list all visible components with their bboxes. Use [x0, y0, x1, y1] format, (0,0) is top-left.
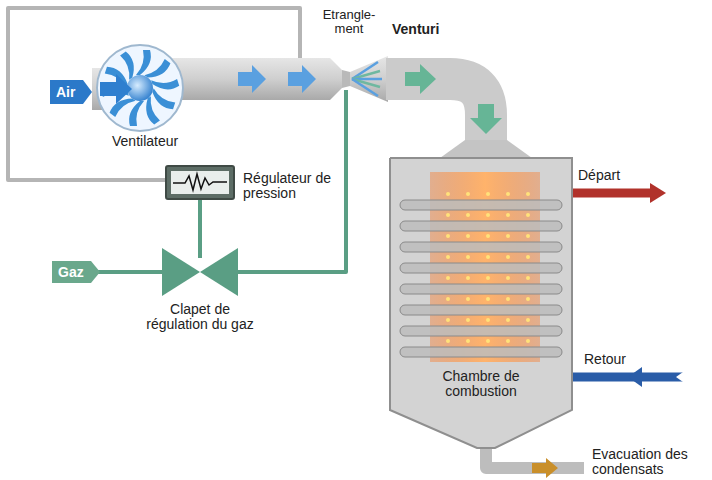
part-label: Evacuation des condensats: [592, 447, 708, 478]
flame-spark: [486, 234, 490, 238]
burner-cone: [440, 140, 532, 158]
pressure-regulator: Régulateur de pression: [165, 165, 235, 200]
node-label: Gaz: [52, 261, 84, 283]
vessel-outline: [388, 156, 574, 452]
flame-spark: [446, 234, 450, 238]
flow-pipe: [560, 189, 652, 198]
regulator-box: [166, 166, 234, 199]
part-label: Etrangle- ment: [316, 8, 382, 37]
flame-spark: [506, 318, 510, 322]
flame-spark: [446, 213, 450, 217]
heat-exchanger-coil: [400, 305, 562, 315]
throat: [342, 70, 350, 88]
flame-spark: [446, 192, 450, 196]
flame-spark: [526, 339, 530, 343]
heat-exchanger-coil: [400, 242, 562, 252]
return-arrowhead: [628, 367, 642, 387]
flow-arrowhead: [650, 183, 666, 203]
part-label: Ventilateur: [112, 134, 178, 149]
flame-spark: [506, 192, 510, 196]
tag-shape: [52, 261, 100, 283]
flame-spark: [526, 234, 530, 238]
tag-shape: [50, 80, 92, 104]
mix-flow-arrow: [470, 104, 502, 134]
part-label: Venturi: [392, 22, 439, 37]
air-flow-arrow: [100, 74, 132, 104]
air-tag: Air: [50, 80, 92, 104]
regulator-screen: [171, 171, 229, 194]
flame-spark: [486, 318, 490, 322]
valve-body: [200, 248, 238, 296]
heat-exchanger-coil: [400, 347, 562, 357]
venturi-spray: [352, 62, 382, 96]
flame-spark: [526, 297, 530, 301]
flame-spark: [446, 276, 450, 280]
node-label: Chambre de combustion: [426, 368, 536, 401]
regulator-link: [198, 200, 202, 258]
flame-spark: [486, 276, 490, 280]
flame-spark: [466, 255, 470, 259]
return-arrow-notch: [676, 367, 690, 387]
flame-spark: [526, 192, 530, 196]
flame-spark: [486, 192, 490, 196]
mix-flow-arrow: [405, 64, 436, 94]
heat-exchanger-coil: [400, 326, 562, 336]
flame-spark: [466, 318, 470, 322]
flame-spark: [526, 276, 530, 280]
air-flow-arrow: [238, 65, 266, 93]
flow-label: Départ: [578, 168, 620, 183]
flame-spark: [466, 213, 470, 217]
flame-spark: [506, 297, 510, 301]
flame-spark: [466, 339, 470, 343]
flame-spark: [506, 276, 510, 280]
flame-spark: [466, 276, 470, 280]
node-label: Régulateur de pression: [243, 171, 355, 202]
flame-spark: [486, 255, 490, 259]
flow-label: Retour: [584, 352, 626, 367]
air-pipe: [160, 58, 330, 100]
flame-spark: [486, 339, 490, 343]
heat-exchanger-coil: [400, 221, 562, 231]
heat-exchanger-coil: [400, 263, 562, 273]
flame-spark: [506, 339, 510, 343]
fan-housing: [97, 45, 183, 131]
flame-spark: [466, 192, 470, 196]
venturi-cone: [350, 56, 388, 102]
part-label: Clapet de régulation du gaz: [138, 302, 262, 333]
regulator-outline: [165, 165, 235, 200]
pressure-wave: [173, 174, 227, 190]
heat-exchanger-coil: [400, 200, 562, 210]
flame-spark: [446, 255, 450, 259]
throttle: [330, 58, 342, 100]
gas-line: [96, 270, 162, 274]
node-label: Air: [50, 80, 75, 104]
flame-spark: [486, 297, 490, 301]
valve-body: [162, 248, 200, 296]
flame-spark: [526, 213, 530, 217]
air-flow-arrow: [288, 65, 316, 93]
flame-spark: [506, 255, 510, 259]
condensate-arrow: [532, 458, 558, 478]
flame-spark: [506, 213, 510, 217]
combustion-chamber: Chambre de combustion: [388, 156, 574, 452]
fan-blades: [100, 50, 179, 126]
flame-spark: [446, 297, 450, 301]
flame-spark: [526, 318, 530, 322]
mix-pipe: [386, 79, 486, 142]
flame-spark: [486, 213, 490, 217]
flame-spark: [466, 297, 470, 301]
vessel-shell: [390, 158, 572, 448]
heat-exchanger-coil: [400, 284, 562, 294]
flame-spark: [446, 318, 450, 322]
gas-tag: Gaz: [52, 261, 100, 283]
flame-spark: [526, 255, 530, 259]
flame-spark: [506, 234, 510, 238]
flame-spark: [446, 339, 450, 343]
flame-spark: [466, 234, 470, 238]
